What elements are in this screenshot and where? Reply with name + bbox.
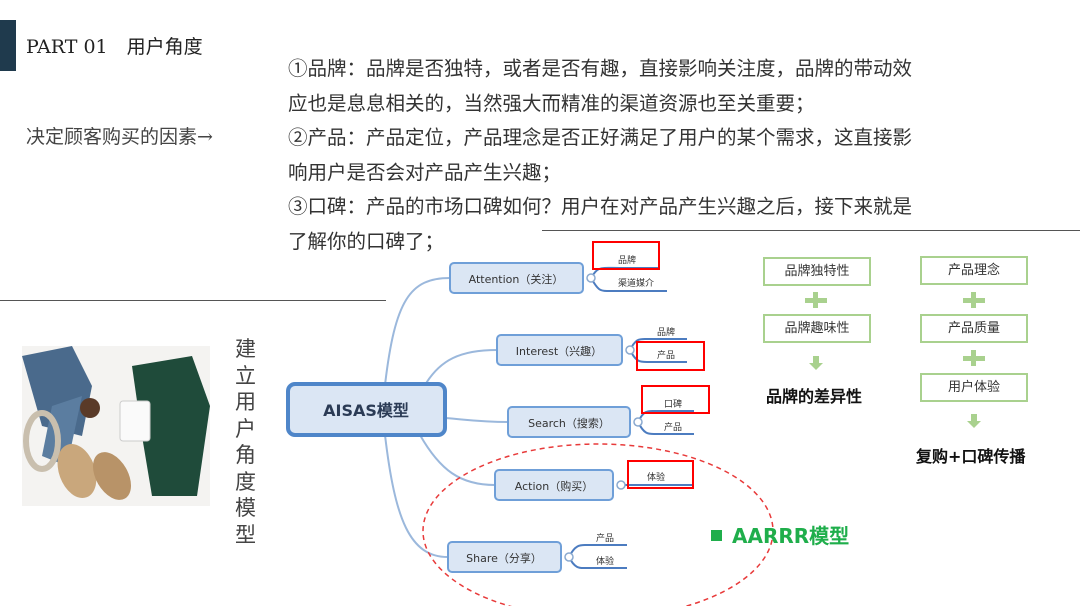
node-label: Share（分享） [466,551,542,565]
flow-result: 品牌的差异性 [766,387,863,406]
highlight-box [636,341,705,371]
title-accent-bar [0,20,16,71]
leaf-label: 渠道媒介 [618,277,654,289]
node-label: Attention（关注） [469,272,564,286]
description-line: 了解你的口碑了； [288,229,445,253]
node-label: Action（购买） [515,479,593,493]
leaf-label: 口碑 [664,398,682,410]
flow-box: 产品质量 [920,314,1028,343]
leaf-label: 产品 [596,532,614,544]
node-action [494,469,614,501]
node-label: Search（搜索） [528,416,610,430]
plus-icon [963,292,985,308]
center-node-label: AISAS模型 [323,401,409,420]
node-search [507,406,631,438]
node-share [447,541,562,573]
flow-box: 用户体验 [920,373,1028,402]
description-text: ①品牌：品牌是否独特，或者是否有趣，直接影响关注度，品牌的带动效 应也是息息相关… [288,52,1028,259]
bullet-square-icon [711,530,722,541]
leaf-label: 品牌 [657,326,675,338]
aarrr-text: AARRR模型 [732,524,850,548]
flow-box: 品牌独特性 [763,257,871,286]
flow-result: 复购+口碑传播 [916,447,1026,466]
description-line: ③口碑：产品的市场口碑如何？用户在对产品产生兴趣之后，接下来就是 [288,195,913,218]
highlight-box [627,460,694,489]
plus-icon [963,350,985,366]
vertical-title: 建立用户角度模型 [235,337,256,547]
aarrr-label: AARRR模型 [711,520,849,549]
leaf-label: 产品 [664,421,682,433]
plus-icon [805,292,827,308]
factor-label: 决定顾客购买的因素→ [26,126,213,148]
description-line: ②产品：产品定位，产品理念是否正好满足了用户的某个需求，这直接影 [288,126,913,149]
leaf-label: 体验 [647,471,665,483]
flow-box: 产品理念 [920,256,1028,285]
highlight-box [641,385,710,414]
leaf-label: 产品 [657,349,675,361]
description-line: 应也是息息相关的，当然强大而精准的渠道资源也至关重要； [288,91,815,115]
description-line: ①品牌：品牌是否独特，或者是否有趣，直接影响关注度，品牌的带动效 [288,57,913,80]
flow-box: 品牌趣味性 [763,314,871,343]
center-node [286,382,447,437]
description-line: 响用户是否会对产品产生兴趣； [288,160,562,184]
leaf-label: 体验 [596,555,614,567]
node-label: Interest（兴趣） [516,344,602,358]
highlight-box [592,241,660,270]
node-attention [449,262,584,294]
page-title: PART 01 用户角度 [26,36,203,58]
aarrr-dashed-ellipse [422,443,774,606]
node-interest [496,334,623,366]
fashion-photo [22,346,210,506]
divider [542,230,1080,231]
divider [0,300,386,301]
leaf-label: 品牌 [618,254,636,266]
